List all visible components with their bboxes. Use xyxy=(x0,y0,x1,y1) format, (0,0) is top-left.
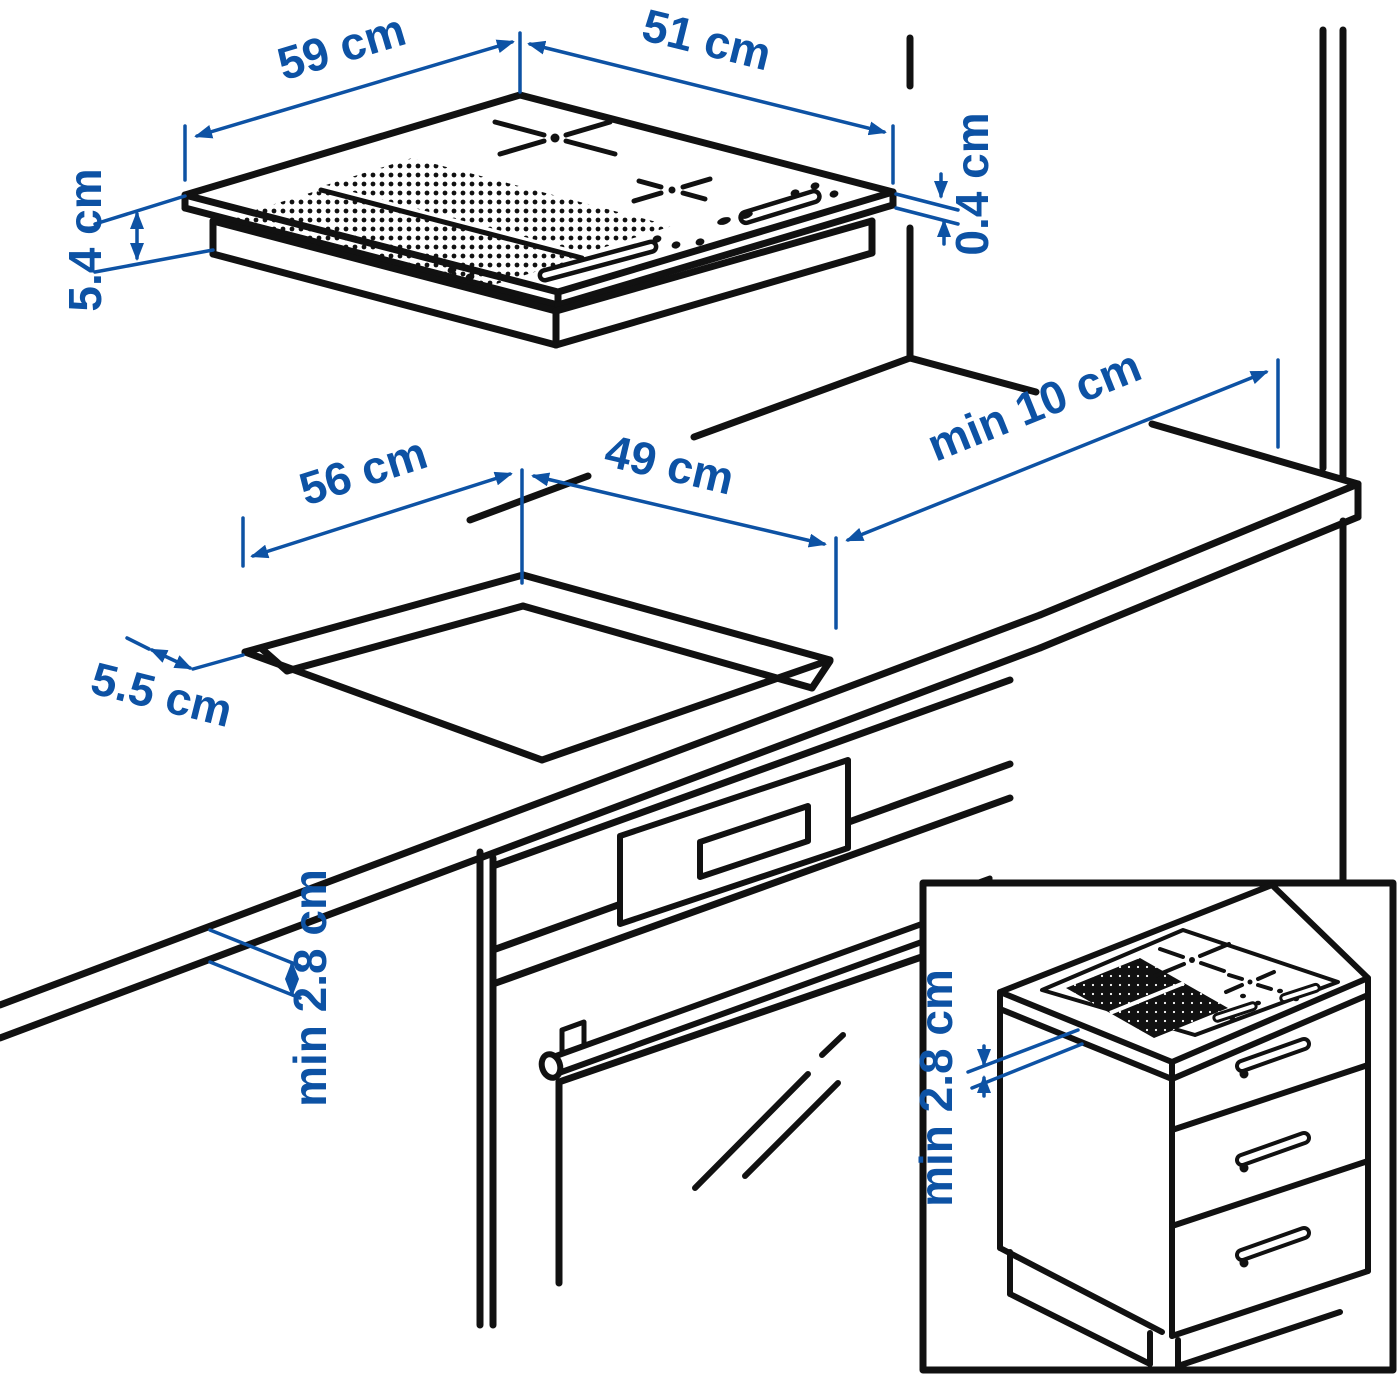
inset-cabinet xyxy=(997,882,1371,1369)
inset-cross-large xyxy=(1153,942,1231,978)
label-front-edge-distance: 5.5 cm xyxy=(86,652,238,737)
touch-controls xyxy=(447,182,839,283)
hob-top-view xyxy=(181,91,897,349)
dimension-hob-height-54: 5.4 cm xyxy=(59,168,215,312)
dimension-cutout-depth-49: 49 cm xyxy=(531,424,838,630)
worktop-cutout xyxy=(241,571,834,764)
label-cutout-depth: 49 cm xyxy=(600,424,739,504)
dimension-glass-thickness-04: 0.4 cm xyxy=(894,112,998,256)
dimension-cutout-width-56: 56 cm xyxy=(241,426,524,585)
inset-detail: min 2.8 cm xyxy=(910,879,1397,1374)
label-hob-depth: 51 cm xyxy=(637,0,776,80)
label-cutout-width: 56 cm xyxy=(293,426,433,515)
dimension-worktop-thickness-min28: min 2.8 cm xyxy=(208,869,336,1107)
countertop xyxy=(0,480,1362,1042)
oven-display xyxy=(697,803,811,880)
built-in-oven xyxy=(476,676,1014,1329)
label-inset-clearance: min 2.8 cm xyxy=(910,969,962,1207)
label-glass-thickness: 0.4 cm xyxy=(946,112,998,255)
dimension-front-edge-55: 5.5 cm xyxy=(86,636,245,737)
flex-zone-dots-left xyxy=(230,191,576,286)
label-hob-height: 5.4 cm xyxy=(59,168,111,311)
drawer-handles xyxy=(1235,1037,1311,1268)
dimension-inset-min28: min 2.8 cm xyxy=(910,969,1084,1207)
cooking-zone-cross-small xyxy=(631,176,713,204)
inset-cross-small xyxy=(1224,970,1276,994)
flex-zone-dots-right xyxy=(326,158,672,253)
label-worktop-thickness: min 2.8 cm xyxy=(284,869,336,1107)
label-side-clearance: min 10 cm xyxy=(920,339,1148,471)
inset-touch-controls xyxy=(1202,982,1321,1023)
